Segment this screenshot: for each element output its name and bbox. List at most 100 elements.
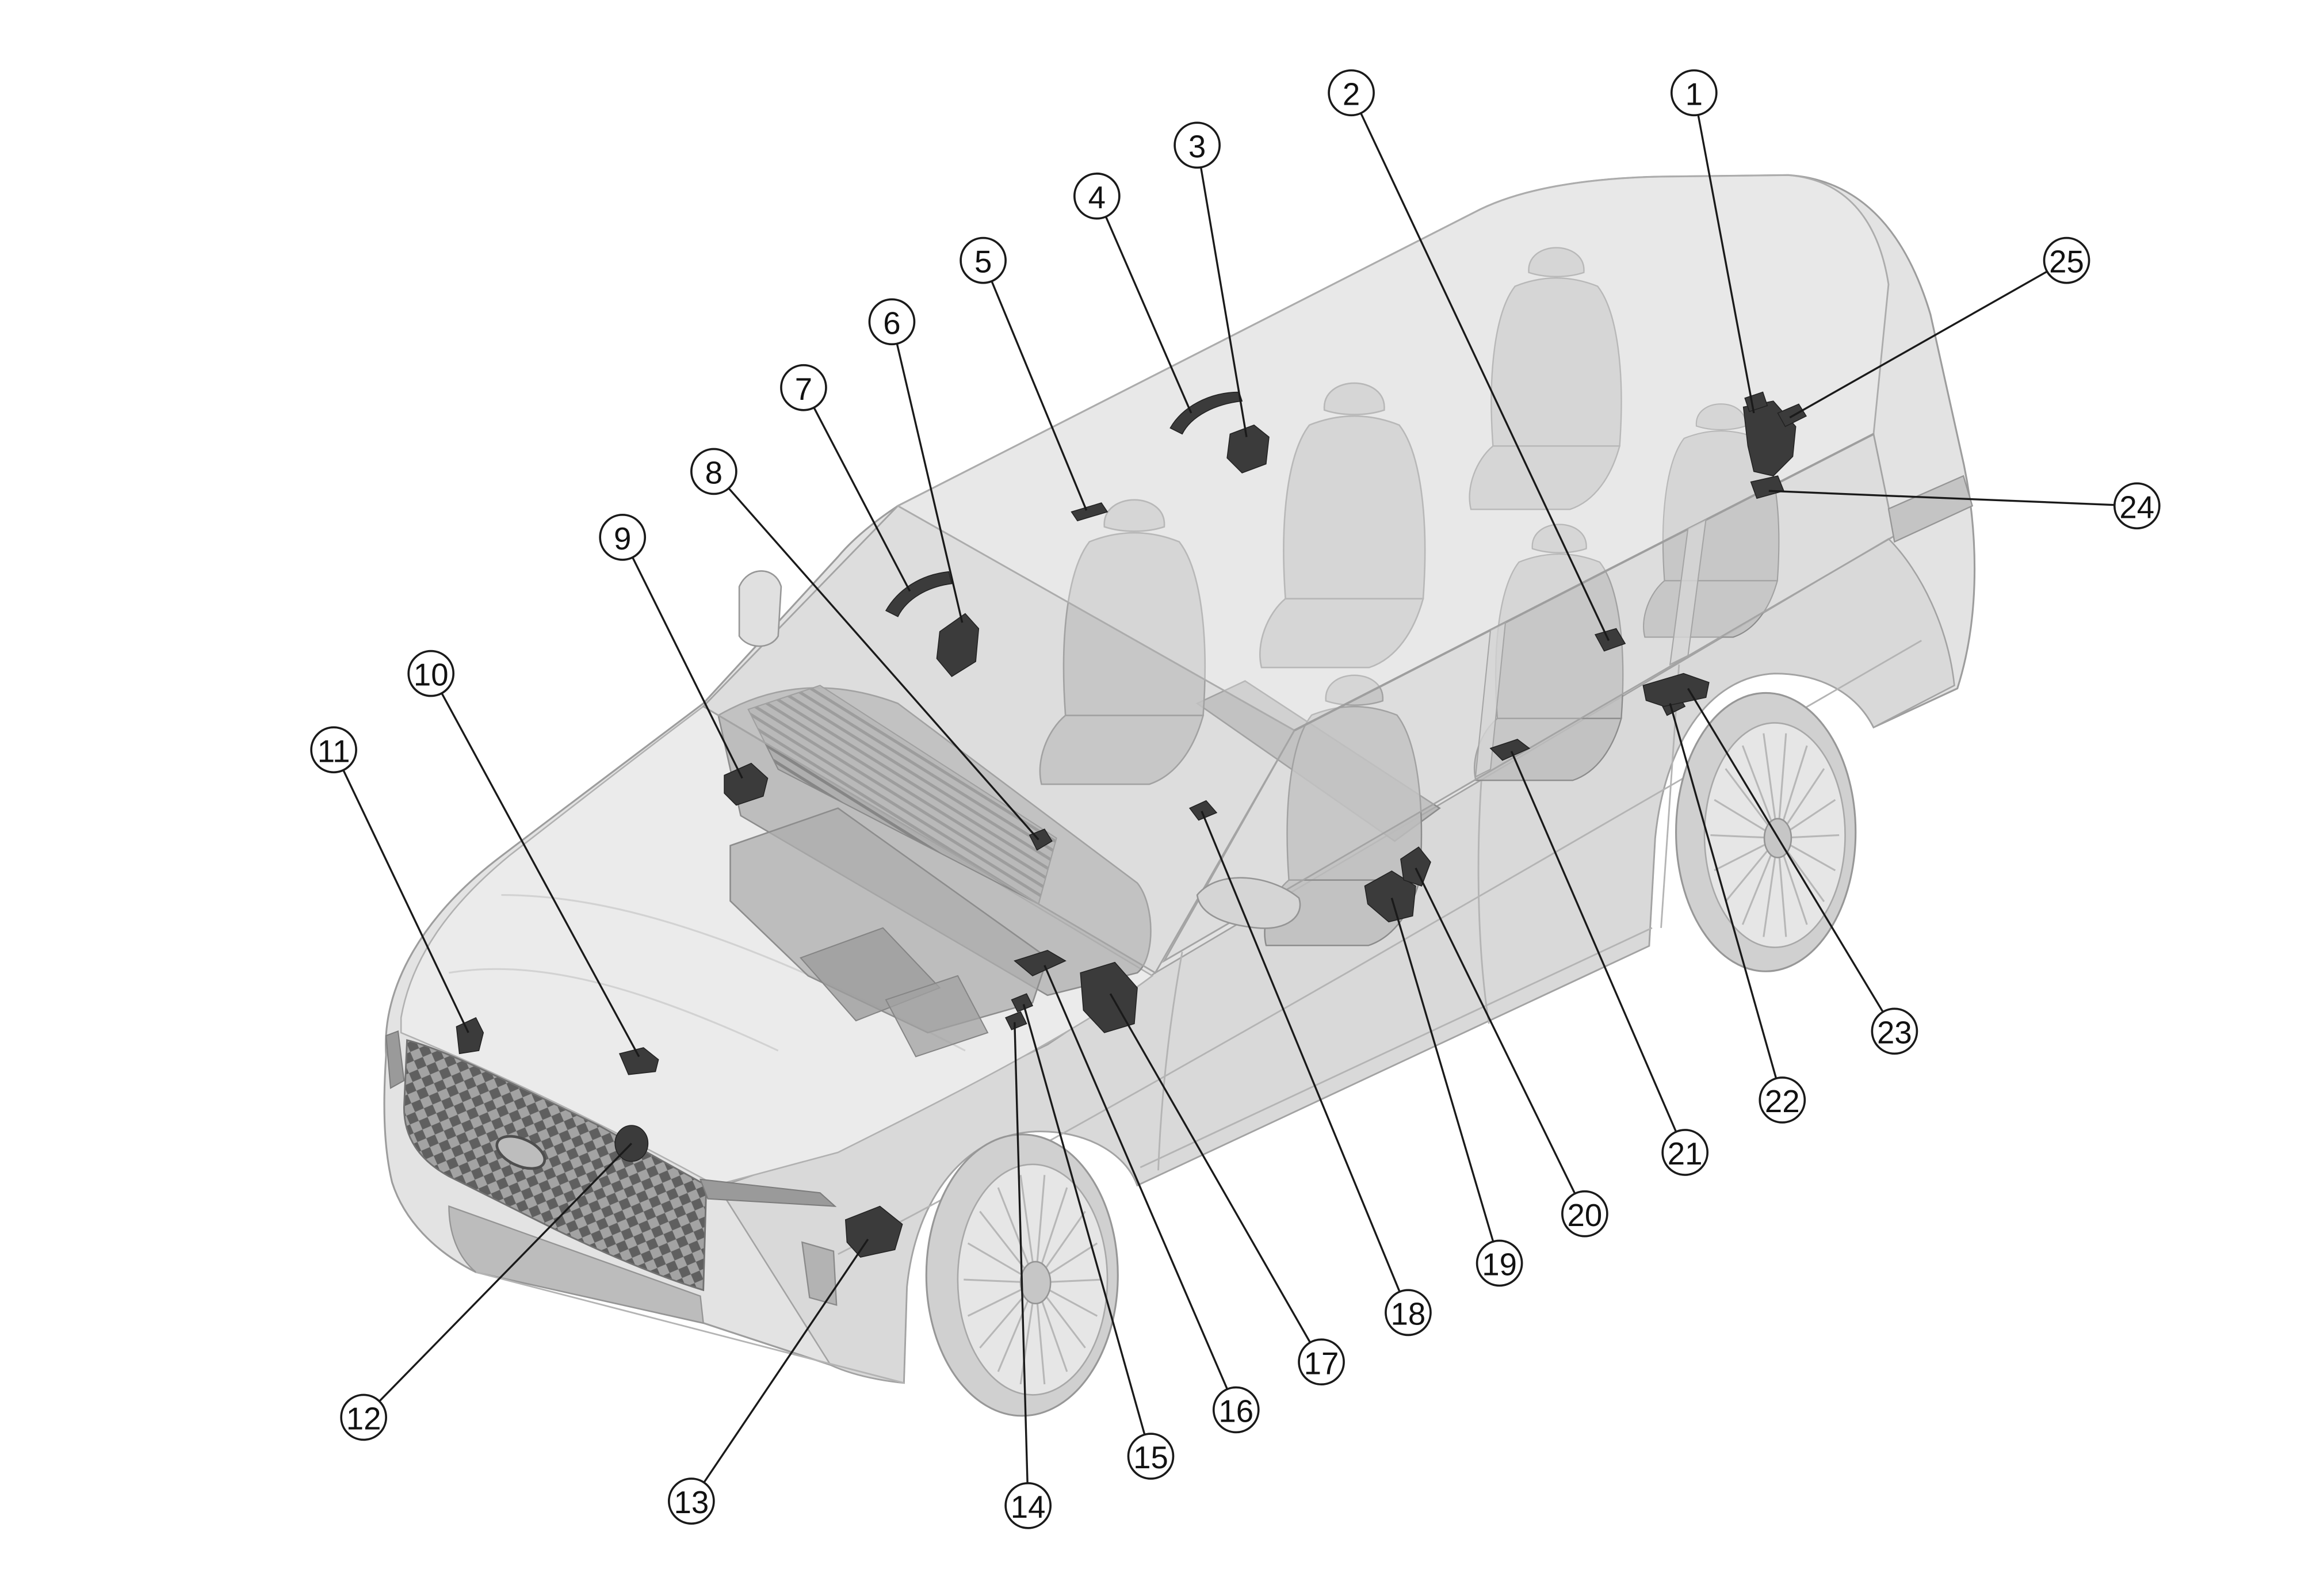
callout-19: 19	[1390, 898, 1523, 1287]
callout-circle-15	[1127, 1433, 1175, 1480]
callout-13: 13	[668, 1238, 869, 1525]
leader-line-5	[991, 281, 1088, 511]
leader-line-18	[1201, 811, 1401, 1292]
vehicle-interior	[717, 247, 1780, 1057]
component-19	[1364, 870, 1416, 923]
front-door-rear-edge	[1477, 778, 1490, 1024]
side-mirror-right	[1196, 877, 1301, 929]
component-21	[1489, 739, 1531, 761]
seat-headrest	[1531, 524, 1587, 553]
leader-line-12	[379, 1143, 633, 1402]
callout-17: 17	[1109, 993, 1345, 1386]
headlight-right	[699, 1178, 837, 1207]
callout-circle-9	[599, 514, 647, 561]
leader-line-7	[813, 407, 911, 592]
leader-line-4	[1104, 216, 1192, 414]
brand-emblem	[495, 1135, 546, 1170]
front-splitter-line	[475, 1271, 904, 1384]
callout-3: 3	[1174, 121, 1248, 437]
callout-2: 2	[1328, 69, 1610, 642]
callout-20: 20	[1415, 868, 1608, 1238]
callout-number-3: 3	[1188, 129, 1206, 164]
callout-circle-6	[868, 298, 916, 346]
component-5	[1071, 502, 1109, 522]
callout-circle-1	[1670, 69, 1718, 117]
rear-right-wheel	[1675, 692, 1857, 972]
callout-number-25: 25	[2049, 245, 2084, 280]
component-10	[618, 1047, 659, 1075]
callout-number-24: 24	[2119, 490, 2154, 525]
leader-line-16	[1043, 965, 1228, 1390]
headlight-left	[385, 1030, 405, 1089]
seat-cushion	[1259, 598, 1424, 669]
callout-circle-3	[1174, 121, 1221, 169]
callout-7: 7	[780, 364, 911, 592]
callout-number-6: 6	[883, 306, 900, 341]
callout-8: 8	[690, 448, 1039, 841]
callout-number-9: 9	[614, 521, 631, 556]
front-lower-intake	[448, 1205, 705, 1324]
callout-4: 4	[1073, 172, 1192, 414]
callout-number-2: 2	[1343, 77, 1360, 112]
callout-circle-16	[1212, 1386, 1260, 1434]
callout-circle-10	[407, 650, 455, 697]
leader-line-11	[342, 769, 469, 1033]
callout-number-1: 1	[1685, 77, 1703, 112]
seat-backrest	[1490, 277, 1622, 447]
callout-number-22: 22	[1765, 1084, 1800, 1119]
seat-backrest	[1283, 415, 1426, 600]
component-18	[1188, 800, 1218, 821]
callout-circle-12	[340, 1393, 387, 1441]
callout-23: 23	[1687, 688, 1918, 1055]
callout-number-4: 4	[1088, 180, 1106, 215]
component-16	[1014, 949, 1067, 976]
seat-backrest	[1286, 705, 1423, 881]
leader-line-25	[1789, 270, 2048, 419]
component-13	[844, 1205, 903, 1258]
callout-16: 16	[1043, 965, 1260, 1434]
callout-number-7: 7	[795, 372, 812, 407]
component-15	[1011, 993, 1034, 1013]
c-pillar	[1669, 518, 1707, 666]
callout-1: 1	[1670, 69, 1755, 414]
front-left-seat	[1039, 499, 1206, 785]
leader-line-15	[1022, 1004, 1146, 1435]
callout-number-19: 19	[1482, 1247, 1517, 1282]
callout-22: 22	[1669, 703, 1806, 1124]
callout-15: 15	[1022, 1004, 1175, 1480]
callout-number-14: 14	[1011, 1490, 1046, 1525]
callout-circle-19	[1476, 1239, 1523, 1287]
component-9	[724, 762, 769, 806]
component-7	[885, 571, 953, 617]
tail-light	[1887, 475, 1974, 543]
callout-circle-13	[668, 1477, 715, 1525]
component-11	[456, 1017, 484, 1055]
leader-line-21	[1510, 751, 1677, 1132]
callout-circle-17	[1298, 1338, 1345, 1386]
front-crossmember	[885, 975, 989, 1057]
second-row-right-seat	[1473, 524, 1624, 781]
callout-number-13: 13	[674, 1485, 709, 1520]
callout-number-15: 15	[1133, 1440, 1168, 1475]
leader-line-6	[896, 343, 964, 623]
fog-lamp-right	[801, 1241, 838, 1306]
front-right-hub	[1019, 1261, 1052, 1305]
leader-line-3	[1199, 167, 1248, 437]
hood-crease-line	[449, 968, 779, 1052]
callout-11: 11	[310, 726, 469, 1033]
leader-line-8	[728, 487, 1039, 841]
leader-line-9	[632, 556, 743, 779]
callout-number-10: 10	[414, 658, 449, 693]
side-mirror-left	[738, 570, 782, 647]
callout-circle-14	[1004, 1482, 1052, 1529]
leader-line-13	[703, 1238, 869, 1483]
callout-circle-7	[780, 364, 827, 411]
seat-cushion	[1039, 715, 1205, 785]
callout-circle-24	[2113, 482, 2161, 530]
callout-number-17: 17	[1304, 1346, 1339, 1381]
b-pillar	[1474, 621, 1507, 778]
callout-number-8: 8	[705, 456, 723, 491]
callout-number-23: 23	[1877, 1015, 1912, 1050]
callout-circle-21	[1661, 1129, 1709, 1176]
